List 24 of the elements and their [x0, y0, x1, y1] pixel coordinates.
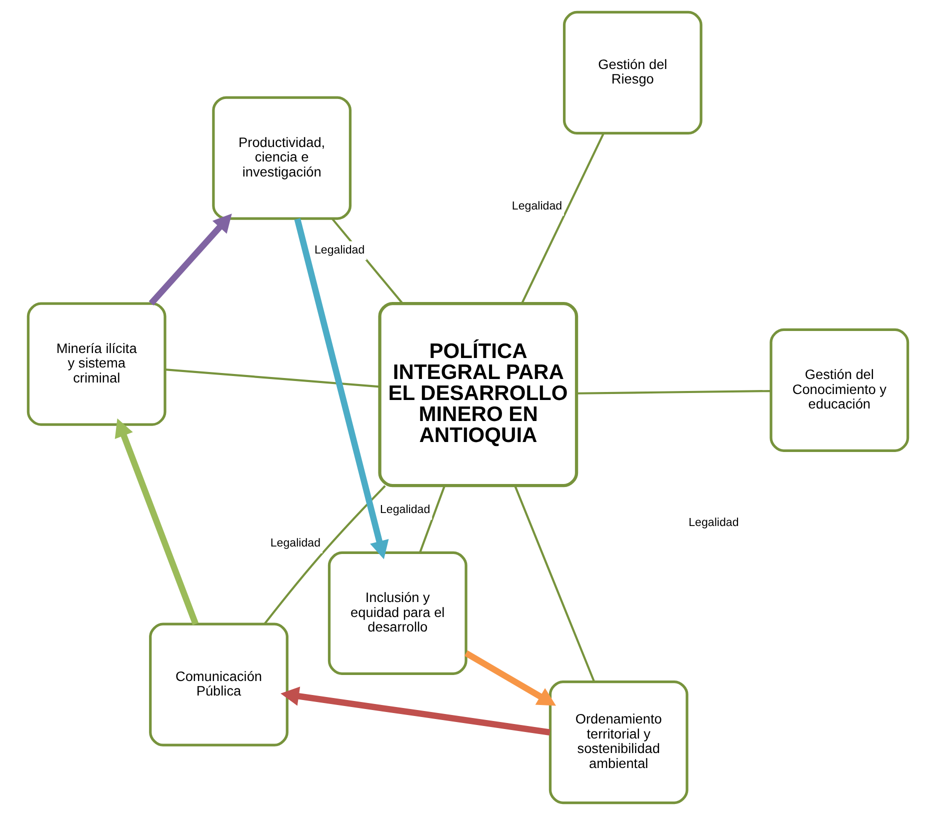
arrow [280, 686, 550, 736]
node-box: Ordenamiento territorial y sostenibilidad ambiental [548, 680, 688, 804]
connector [263, 485, 386, 625]
node-box: Inclusión y equidad para el desarrollo [327, 551, 467, 675]
arrow [464, 650, 556, 706]
node-box: Gestión del Riesgo [562, 10, 702, 135]
edge-label: Legalidad [314, 244, 364, 257]
edge-label: Legalidad [270, 538, 320, 550]
edge-label: Legalidad [379, 504, 430, 516]
connector [520, 132, 604, 304]
node-box: Gestión del Conocimiento y educación [769, 328, 909, 452]
node-box: POLÍTICA INTEGRAL PARA EL DESARROLLO MINERO EN ANTIOQUIA [378, 302, 578, 488]
arrow [114, 418, 198, 626]
connector [576, 390, 770, 394]
arrow [148, 214, 232, 306]
label: Legalidad [688, 516, 738, 529]
connector [418, 485, 446, 553]
arrow [294, 218, 388, 560]
connector [164, 368, 379, 388]
node-box: Minería ilícita y sistema criminal [26, 302, 166, 426]
node-box: Comunicación Pública [148, 622, 288, 746]
node-box: Productividad, ciencia e investigación [212, 96, 352, 220]
connector [514, 486, 595, 682]
edge-label: Legalidad [511, 200, 562, 212]
